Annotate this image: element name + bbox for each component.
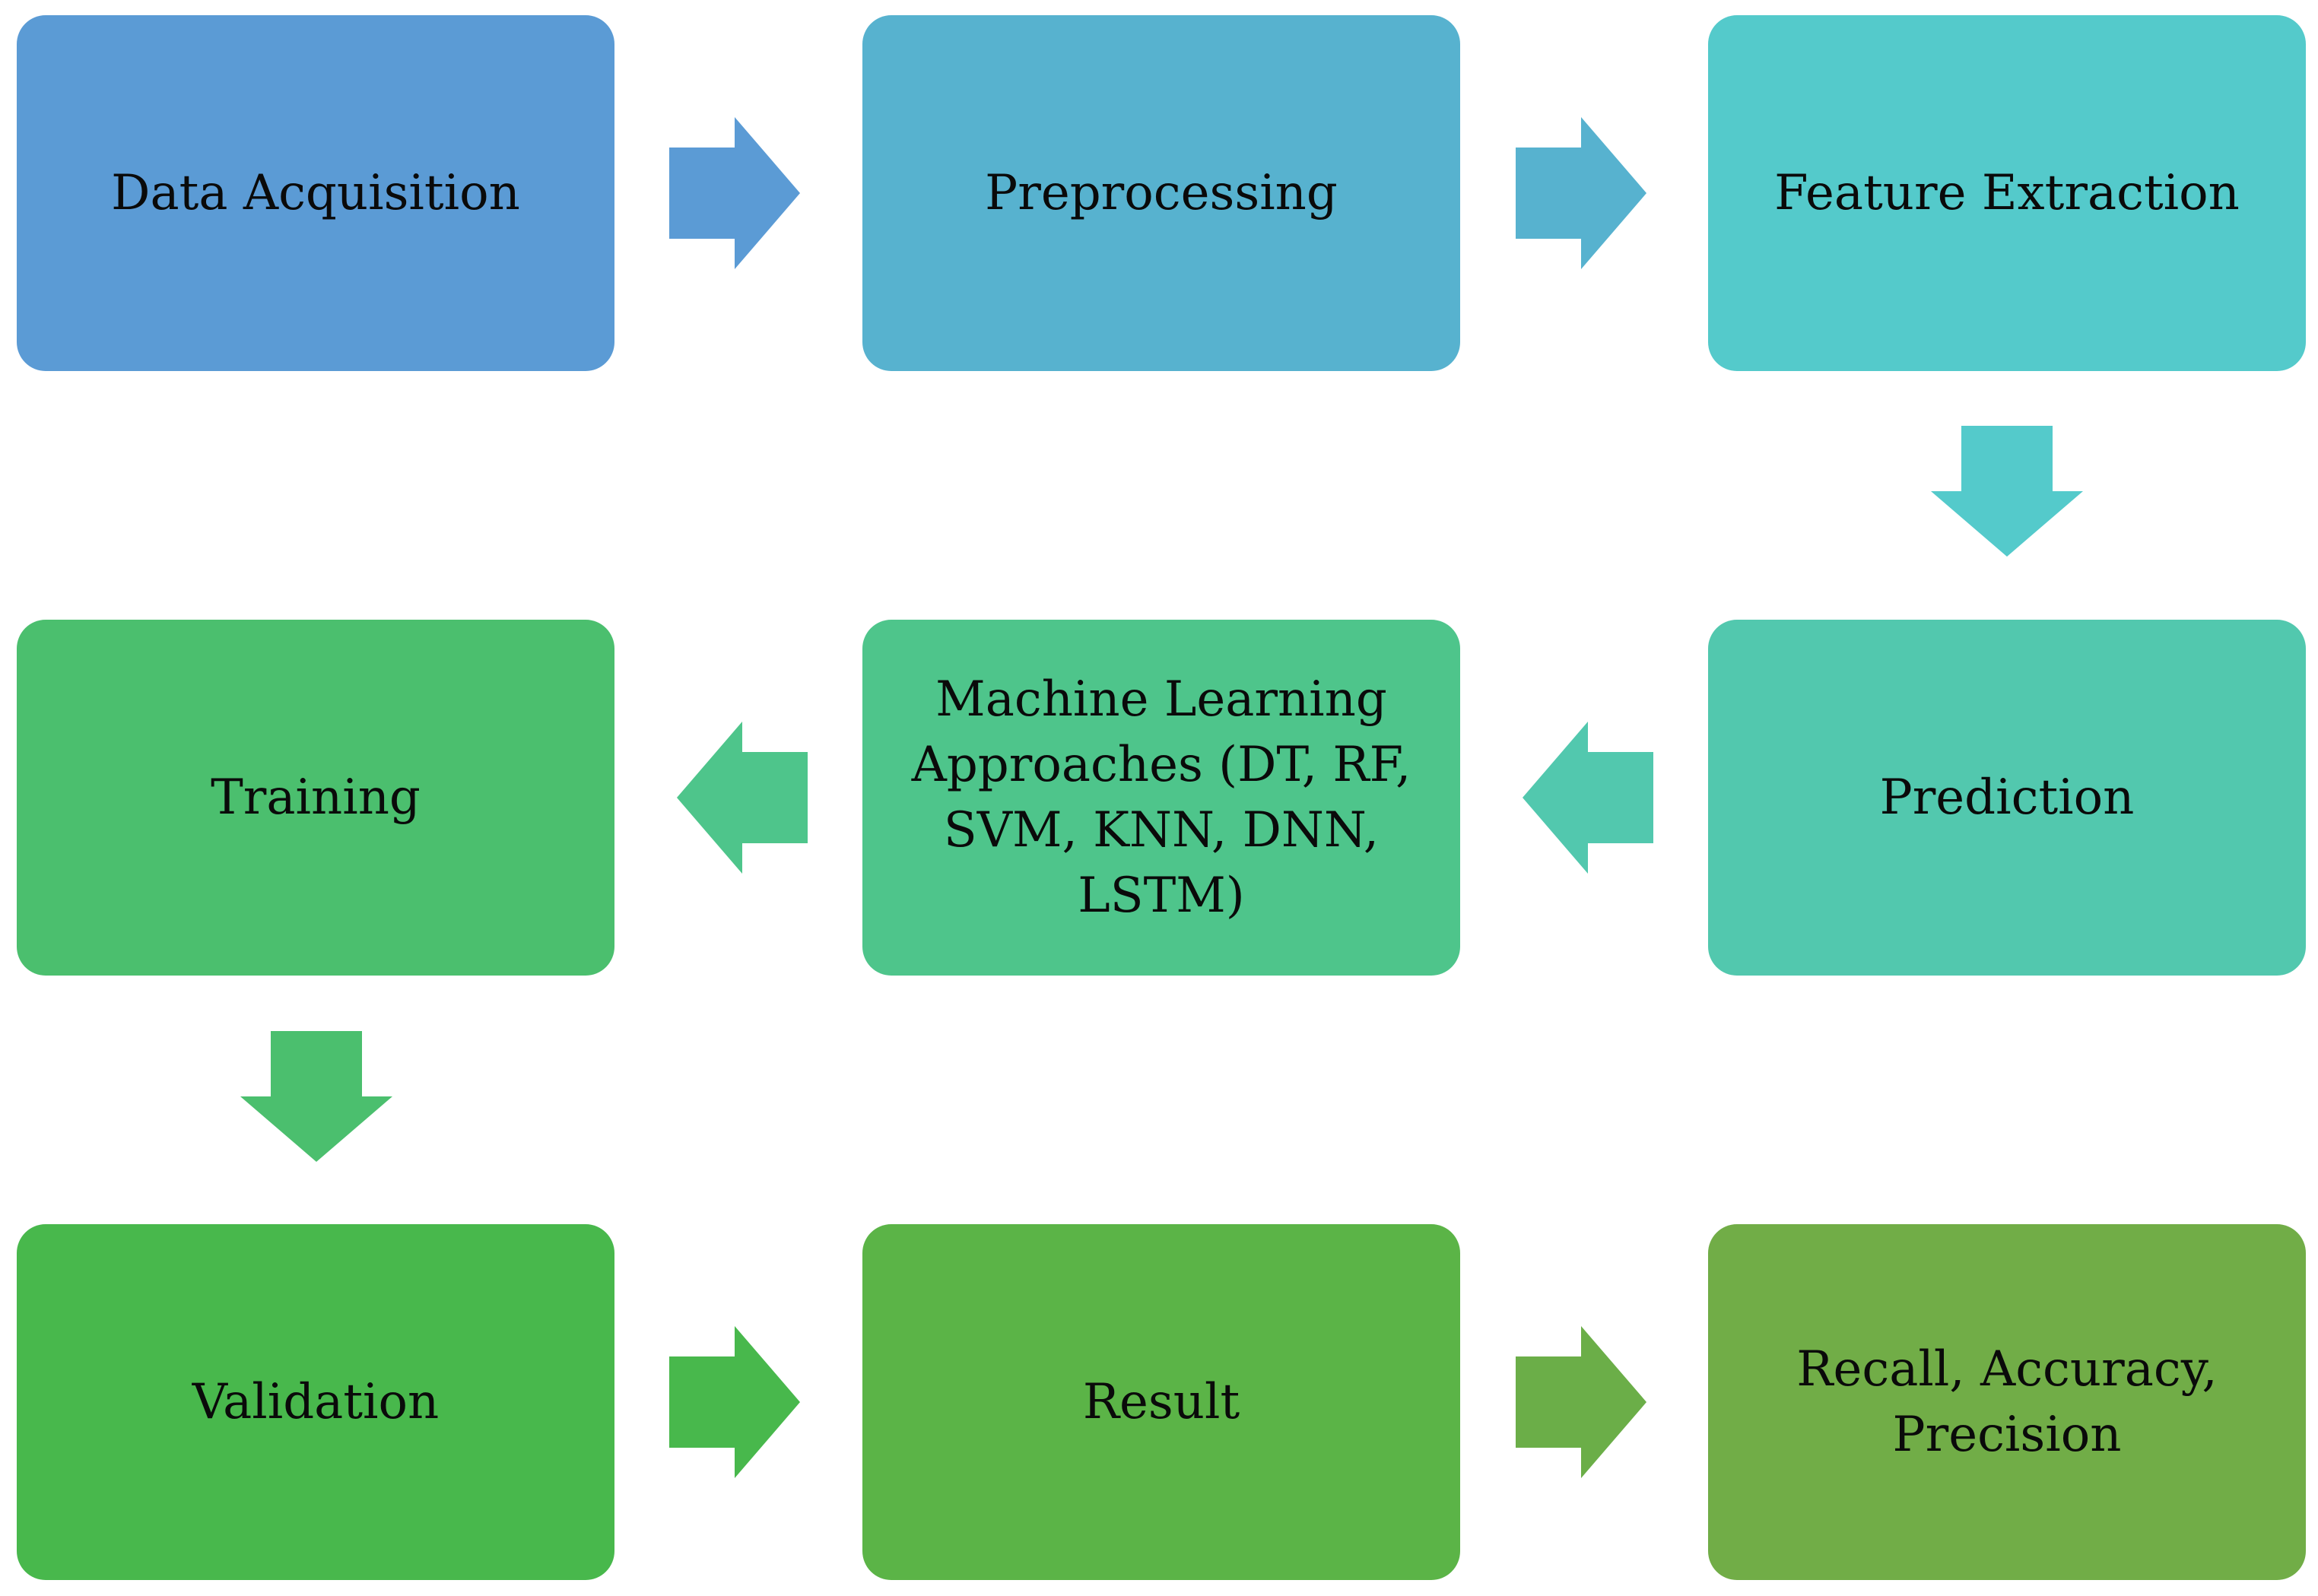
step-data-acquisition: Data Acquisition — [17, 15, 614, 371]
arrow-right-icon — [1516, 117, 1646, 269]
step-label: Machine Learning Approaches (DT, RF, SVM… — [911, 671, 1411, 924]
step-label: Recall, Accuracy, Precision — [1796, 1341, 2218, 1463]
step-label: Validation — [192, 1374, 440, 1430]
arrow-right-icon — [669, 117, 800, 269]
step-feature-extraction: Feature Extraction — [1708, 15, 2306, 371]
step-label: Preprocessing — [985, 165, 1338, 221]
step-preprocessing: Preprocessing — [862, 15, 1460, 371]
step-machine-learning-approaches: Machine Learning Approaches (DT, RF, SVM… — [862, 620, 1460, 976]
arrow-right-icon — [1516, 1326, 1646, 1478]
step-result: Result — [862, 1224, 1460, 1580]
step-label: Feature Extraction — [1774, 165, 2240, 221]
arrow-right-icon — [669, 1326, 800, 1478]
arrow-left-icon — [1523, 722, 1653, 874]
step-training: Training — [17, 620, 614, 976]
step-label: Data Acquisition — [111, 165, 520, 221]
step-label: Training — [211, 769, 421, 826]
arrow-left-icon — [677, 722, 808, 874]
step-label: Result — [1082, 1374, 1240, 1430]
step-label: Prediction — [1879, 769, 2135, 826]
arrow-down-icon — [1931, 426, 2083, 557]
step-validation: Validation — [17, 1224, 614, 1580]
arrow-down-icon — [240, 1031, 392, 1162]
step-recall-accuracy-precision: Recall, Accuracy, Precision — [1708, 1224, 2306, 1580]
step-prediction: Prediction — [1708, 620, 2306, 976]
